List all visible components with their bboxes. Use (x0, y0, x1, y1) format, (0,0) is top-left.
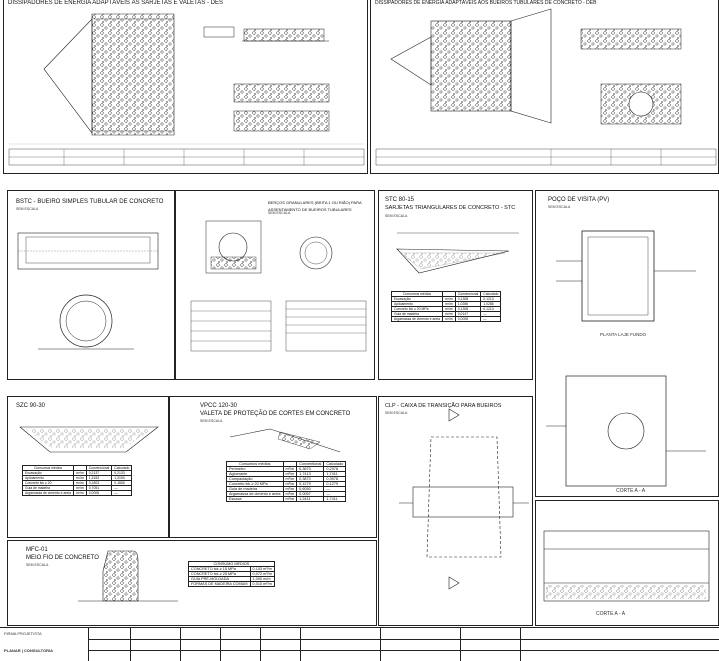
panel-vpcc-scale: SEM ESCALA (200, 419, 223, 423)
panel-clp-cut: CORTE A - A (535, 500, 719, 626)
panel-stc-title-2: SARJETAS TRIANGULARES DE CONCRETO - STC (385, 205, 516, 211)
panel-bstc-title: BSTC - BUEIRO SIMPLES TUBULAR DE CONCRET… (16, 199, 164, 205)
panel-vpcc-title-1: VPCC 120-30 (200, 403, 238, 409)
panel-stc-title-1: STC 80-15 (385, 197, 415, 203)
mfc-drawing (78, 550, 178, 602)
dissip-bueiros-drawing (375, 8, 717, 166)
panel-mfc-title-1: MFC-01 (26, 547, 48, 553)
panel-szc-title: SZC 90-30 (16, 403, 46, 409)
panel-mfc: MFC-01 MEIO FIO DE CONCRETO SEM ESCALA C… (7, 540, 377, 626)
stc-drawing (396, 232, 519, 274)
szc-drawing (19, 426, 159, 453)
panel-bercos-title: BERÇOS GRANULARES (BRITA 1 OU RIÃO) PARA… (268, 200, 362, 212)
panel-clp-title: CLP - CAIXA DE TRANSIÇÃO PARA BUEIROS (385, 403, 502, 409)
panel-pv-title: POÇO DE VISITA (PV) (548, 197, 610, 203)
bercos-drawing (190, 220, 367, 352)
pv-cut-label: CORTE A - A (616, 488, 646, 494)
panel-bstc-scale: SEM ESCALA (16, 207, 39, 211)
panel-dissip-bueiros-title: DISSIPADORES DE ENERGIA ADAPTÁVEIS AOS B… (375, 0, 597, 6)
panel-clp-scale: SEM ESCALA (385, 411, 408, 415)
panel-des-title: DISSIPADORES DE ENERGIA ADAPTÁVEIS ÀS SA… (8, 0, 223, 6)
panel-mfc-scale: SEM ESCALA (26, 563, 49, 567)
pv-plan-label: PLANTA LAJE FUNDO (600, 332, 647, 337)
panel-des: DISSIPADORES DE ENERGIA ADAPTÁVEIS ÀS SA… (3, 0, 368, 174)
panel-vpcc-title-2: VALETA DE PROTEÇÃO DE CORTES EM CONCRETO (200, 411, 351, 417)
vpcc-drawing (229, 428, 341, 453)
title-stamp: FIRMA PROJETISTA PLANAR | CONSULTORIA (0, 627, 719, 661)
panel-pv: POÇO DE VISITA (PV) SEM ESCALA PLANTA LA… (535, 190, 719, 497)
panel-stc: STC 80-15 SARJETAS TRIANGULARES DE CONCR… (378, 190, 533, 380)
clp-cut-label: CORTE A - A (596, 611, 626, 617)
panel-clp: CLP - CAIXA DE TRANSIÇÃO PARA BUEIROS SE… (378, 396, 533, 626)
panel-bercos-scale: SEM ESCALA (268, 211, 291, 215)
panel-stc-scale: SEM ESCALA (385, 214, 408, 218)
panel-mfc-title-2: MEIO FIO DE CONCRETO (26, 555, 99, 561)
stamp-firm-label: FIRMA PROJETISTA (4, 631, 42, 636)
stamp-logo: PLANAR | CONSULTORIA (4, 648, 53, 653)
panel-bstc: BSTC - BUEIRO SIMPLES TUBULAR DE CONCRET… (7, 190, 175, 380)
panel-vpcc: VPCC 120-30 VALETA DE PROTEÇÃO DE CORTES… (169, 396, 377, 538)
panel-dissip-bueiros: DISSIPADORES DE ENERGIA ADAPTÁVEIS AOS B… (370, 0, 719, 174)
des-drawing (8, 13, 365, 166)
panel-pv-scale: SEM ESCALA (548, 205, 571, 209)
pv-drawing (546, 230, 706, 487)
clp-drawing (399, 408, 529, 590)
clp-cut-drawing (543, 530, 710, 602)
panel-bercos: BERÇOS GRANULARES (BRITA 1 OU RIÃO) PARA… (175, 190, 375, 380)
bstc-drawing (17, 232, 159, 350)
